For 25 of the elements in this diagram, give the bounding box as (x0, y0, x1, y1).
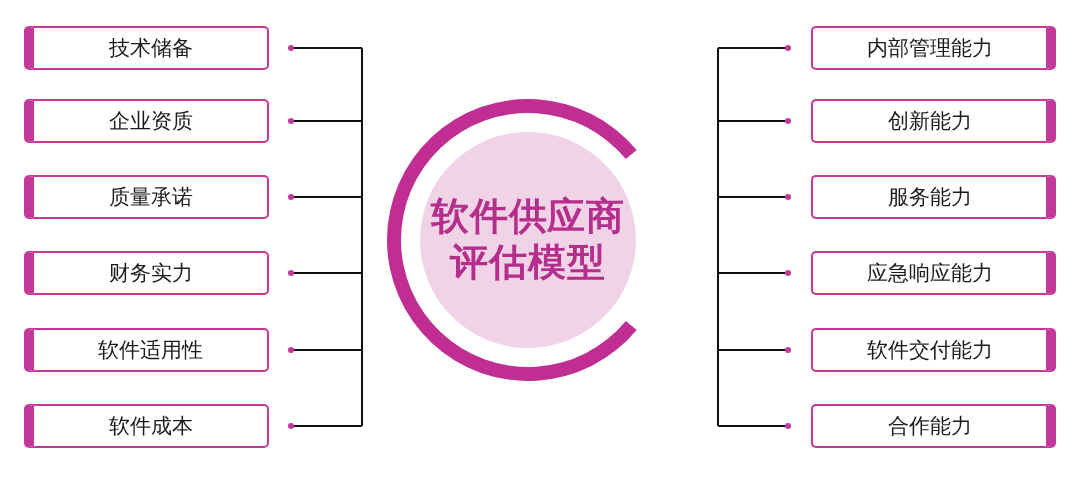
category-box (811, 175, 1056, 219)
category-label: 软件适用性 (98, 337, 203, 364)
category-label: 服务能力 (887, 184, 972, 211)
category-label: 企业资质 (108, 108, 193, 135)
category-box (24, 251, 269, 295)
category-label: 财务实力 (108, 260, 193, 287)
category-label: 软件交付能力 (866, 337, 993, 364)
category-box (24, 175, 269, 219)
category-box (811, 26, 1056, 70)
category-label: 内部管理能力 (866, 35, 993, 62)
category-box (24, 99, 269, 143)
category-box (811, 251, 1056, 295)
category-label: 创新能力 (887, 108, 972, 135)
category-box (24, 404, 269, 448)
category-label: 软件成本 (108, 413, 193, 440)
category-box (811, 404, 1056, 448)
category-label: 合作能力 (887, 413, 972, 440)
category-label: 质量承诺 (108, 184, 193, 211)
category-box (24, 328, 269, 372)
category-label: 应急响应能力 (866, 260, 993, 287)
category-box (24, 26, 269, 70)
center-title: 软件供应商评估模型 (431, 194, 625, 286)
category-box (811, 328, 1056, 372)
category-label: 技术储备 (108, 35, 193, 62)
category-box (811, 99, 1056, 143)
